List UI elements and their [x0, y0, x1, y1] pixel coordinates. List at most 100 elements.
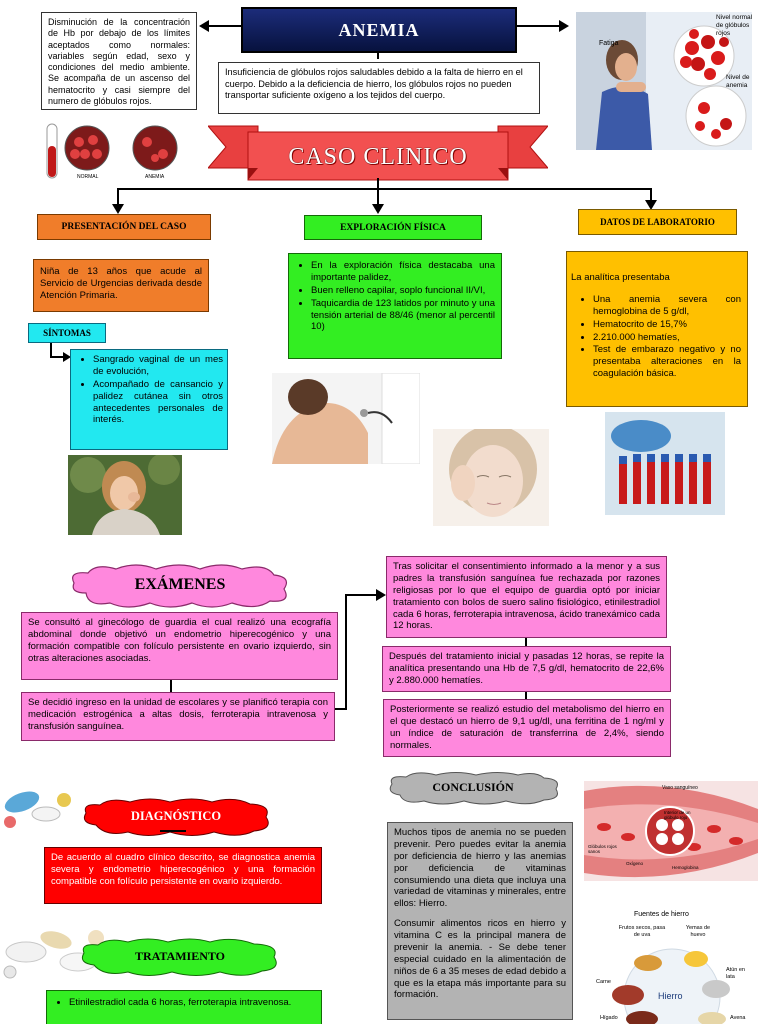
flow-line-left — [117, 188, 119, 206]
diagnosis-cloud — [83, 798, 269, 836]
exams-header: EXÁMENES — [66, 563, 294, 607]
doctor-exam-photo — [272, 373, 420, 464]
treatment-title: TRATAMIENTO — [134, 948, 225, 963]
iron-sources-title: Fuentes de hierro — [634, 911, 689, 918]
presentation-text: Niña de 13 años que acude al Servicio de… — [40, 266, 202, 301]
nuts-label: Frutos secos, pasa de uva — [618, 925, 666, 938]
exploration-header: EXPLORACIÓN FÍSICA — [304, 215, 482, 240]
symptom-item: Acompañado de cansancio y palidez cutáne… — [93, 379, 223, 427]
diagnosis-title: DIAGNÓSTICO — [130, 808, 222, 823]
exams-box-1: Se consultó al ginecólogo de guardia el … — [21, 612, 338, 680]
normal-level-label: Nivel normal de glóbulos rojos — [716, 14, 752, 37]
symptom-item: Sangrado vaginal de un mes de evolución, — [93, 354, 223, 378]
exploration-box: En la exploración física destacaba una i… — [288, 253, 502, 359]
exploration-item: Buen relleno capilar, soplo funcional II… — [311, 285, 495, 297]
lab-header: DATOS DE LABORATORIO — [578, 209, 737, 235]
conclusion-title: CONCLUSIÓN — [432, 779, 514, 794]
lab-item: Test de embarazo negativo y no presentab… — [593, 344, 741, 380]
symptoms-arrow-head — [63, 352, 71, 362]
diagnosis-box: De acuerdo al cuadro clínico descrito, s… — [44, 847, 322, 904]
exams-to-right-h1 — [335, 708, 347, 710]
flow-line-horizontal — [117, 188, 652, 190]
right-flow-box-2: Después del tratamiento inicial y pasada… — [382, 646, 671, 692]
lab-item: 2.210.000 hematíes, — [593, 332, 741, 344]
diagnosis-text: De acuerdo al cuadro clínico descrito, s… — [51, 852, 315, 887]
yolk-label: Yemas de huevo — [685, 925, 711, 938]
anemia-level-label: Nivel de anemia — [726, 74, 750, 89]
right-flow-connector-2 — [525, 692, 527, 700]
right-flow-box-3: Posteriormente se realizó estudio del me… — [383, 699, 671, 757]
exams-box-2: Se decidió ingreso en la unidad de escol… — [21, 692, 335, 741]
treatment-cloud — [81, 938, 277, 976]
right-flow-connector-1 — [525, 638, 527, 646]
conclusion-header: CONCLUSIÓN — [384, 771, 562, 803]
symptoms-header: SÍNTOMAS — [28, 323, 106, 343]
symptoms-connector-h — [50, 356, 64, 358]
right-flow-text-2: Después del tratamiento inicial y pasada… — [389, 651, 664, 686]
liver-label: Hígado — [600, 1015, 618, 1021]
globulos-label: Glóbulos rojos sanos — [588, 844, 617, 854]
exploration-item: En la exploración física destacaba una i… — [311, 260, 495, 284]
arrow-left-line — [207, 25, 241, 27]
diagnosis-underline — [160, 830, 186, 832]
exploration-title: EXPLORACIÓN FÍSICA — [340, 222, 446, 233]
exams-text-2: Se decidió ingreso en la unidad de escol… — [28, 697, 328, 732]
right-flow-text-1: Tras solicitar el consentimiento informa… — [393, 561, 660, 632]
blood-tubes-illustration: NORMAL ANEMIA — [43, 120, 187, 184]
lab-list: Una anemia severa con hemoglobina de 5 g… — [571, 294, 741, 380]
fatigue-woman-illustration — [576, 12, 747, 150]
exams-to-right-h2 — [345, 594, 377, 596]
girl-photo — [68, 455, 182, 535]
oxygen-label: Oxígeno — [626, 861, 644, 866]
oats-label: Avena — [730, 1015, 746, 1021]
fatigue-label: Fatiga — [599, 40, 619, 47]
blood-vessel-illustration: Vaso sanguíneo Interior de un glóbulo ro… — [584, 781, 758, 881]
definition-box: Disminución de la concentración de Hb po… — [41, 12, 197, 110]
pale-woman-photo — [433, 429, 549, 526]
symptoms-list: Sangrado vaginal de un mes de evolución,… — [71, 354, 223, 426]
anemia-illustration: Fatiga Nivel normal de glóbulos rojos Ni… — [576, 12, 752, 150]
exploration-list: En la exploración física destacaba una i… — [289, 260, 495, 333]
interior-label: Interior de un glóbulo rojo — [664, 810, 691, 820]
iron-sources-illustration: Fuentes de hierro Frutos secos, pasa de … — [592, 907, 754, 1024]
conclusion-box: Muchos tipos de anemia no se pueden prev… — [387, 822, 573, 1020]
tuna-label: Atún en lata — [726, 967, 745, 980]
vessel-label: Vaso sanguíneo — [662, 785, 698, 791]
flow-line-center — [377, 178, 379, 190]
lab-title: DATOS DE LABORATORIO — [600, 217, 715, 227]
meat-label: Carne — [596, 979, 611, 985]
presentation-title: PRESENTACIÓN DEL CASO — [61, 222, 187, 232]
arrow-down-line — [377, 53, 379, 59]
description-box: Insuficiencia de glóbulos rojos saludabl… — [218, 62, 540, 114]
exploration-item: Taquicardia de 123 latidos por minuto y … — [311, 298, 495, 334]
presentation-header: PRESENTACIÓN DEL CASO — [37, 214, 211, 240]
presentation-box: Niña de 13 años que acude al Servicio de… — [33, 259, 209, 312]
symptoms-box: Sangrado vaginal de un mes de evolución,… — [70, 349, 228, 450]
treatment-header: TRATAMIENTO — [76, 937, 284, 975]
diagnosis-header: DIAGNÓSTICO — [78, 797, 274, 835]
conclusion-cloud — [389, 772, 558, 805]
title-banner: ANEMIA — [241, 7, 517, 53]
anemia-tube-label: ANEMIA — [145, 174, 165, 180]
right-flow-box-1: Tras solicitar el consentimiento informa… — [386, 556, 667, 638]
iron-center-label: Hierro — [658, 991, 683, 1001]
lab-intro: La analítica presentaba — [571, 272, 670, 283]
flow-line-mid — [377, 188, 379, 206]
exams-cloud — [72, 564, 287, 608]
exams-connector — [170, 680, 172, 692]
page-title: ANEMIA — [338, 19, 420, 40]
lab-box: La analítica presentaba Una anemia sever… — [566, 251, 748, 407]
right-flow-text-3: Posteriormente se realizó estudio del me… — [390, 704, 664, 751]
symptoms-connector-v — [50, 343, 52, 357]
lab-tubes-photo — [605, 412, 725, 515]
pills-decoration-1 — [0, 778, 80, 834]
exams-to-right-arrow — [376, 589, 386, 601]
arrow-head-mid — [372, 204, 384, 214]
treatment-list: Etinilestradiol cada 6 horas, ferroterap… — [47, 997, 315, 1009]
pills-decoration-2 — [0, 918, 112, 984]
lab-item: Una anemia severa con hemoglobina de 5 g… — [593, 294, 741, 318]
definition-text: Disminución de la concentración de Hb po… — [48, 17, 190, 106]
lab-item: Hematocrito de 15,7% — [593, 319, 741, 331]
description-text: Insuficiencia de glóbulos rojos saludabl… — [225, 67, 523, 100]
caso-clinico-title: CASO CLINICO — [288, 143, 468, 170]
